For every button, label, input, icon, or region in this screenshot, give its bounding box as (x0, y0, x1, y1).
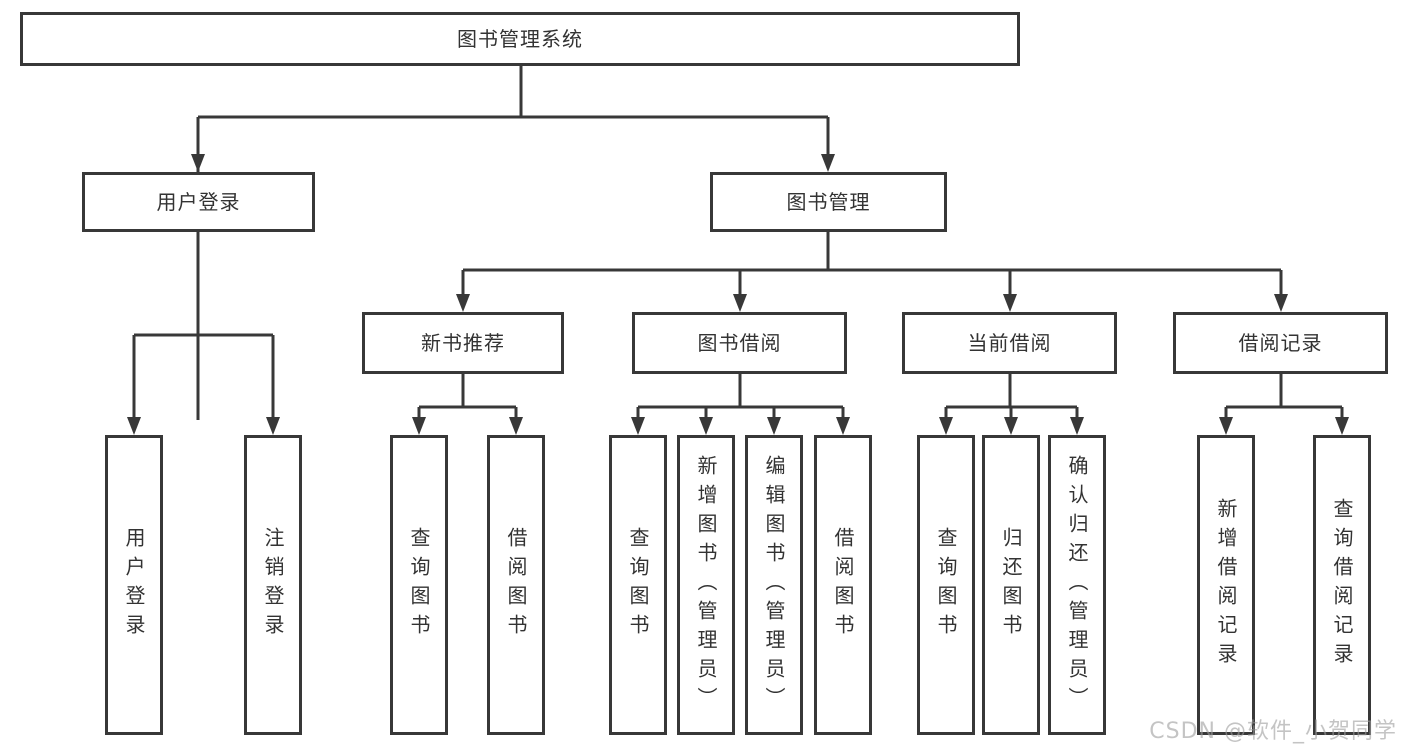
node-new-book-recommend: 新书推荐 (362, 312, 564, 374)
node-label: 用户登录 (156, 190, 241, 214)
node-label: 当前借阅 (967, 331, 1052, 355)
node-label: 查询借阅记录 (1330, 498, 1354, 672)
leaf-add-borrow-record: 新增借阅记录 (1197, 435, 1255, 735)
leaf-edit-books-admin: 编辑图书（管理员） (745, 435, 803, 735)
node-book-management: 图书管理 (710, 172, 947, 232)
leaf-query-borrow-record: 查询借阅记录 (1313, 435, 1371, 735)
connector-root-drops (196, 117, 830, 156)
node-label: 注销登录 (261, 527, 285, 643)
node-book-borrowing: 图书借阅 (632, 312, 847, 374)
node-label: 归还图书 (999, 527, 1023, 643)
connector-book-management-subtree (461, 232, 1283, 296)
leaf-query-books-current: 查询图书 (917, 435, 975, 735)
leaf-query-books-recommend: 查询图书 (390, 435, 448, 735)
leaf-confirm-return-admin: 确认归还（管理员） (1048, 435, 1106, 735)
csdn-watermark: CSDN @软件_小贺同学 (1149, 719, 1397, 744)
node-label: 确认归还（管理员） (1065, 454, 1089, 716)
leaf-query-books-borrowing: 查询图书 (609, 435, 667, 735)
leaf-logout: 注销登录 (244, 435, 302, 735)
node-label: 图书借阅 (697, 331, 782, 355)
node-label: 新增图书（管理员） (694, 454, 718, 716)
connector-current-borrowing-subtree (944, 374, 1079, 419)
node-label: 借阅图书 (504, 527, 528, 643)
arrowheads (127, 154, 1349, 435)
node-user-login: 用户登录 (82, 172, 315, 232)
leaf-borrow-books: 借阅图书 (814, 435, 872, 735)
connector-new-book-subtree (417, 374, 518, 419)
node-label: 编辑图书（管理员） (762, 454, 786, 716)
node-label: 查询图书 (626, 527, 650, 643)
node-label: 查询图书 (934, 527, 958, 643)
node-label: 用户登录 (122, 527, 146, 643)
connector-root-trunk (196, 66, 830, 420)
leaf-return-books: 归还图书 (982, 435, 1040, 735)
node-label: 借阅记录 (1238, 331, 1323, 355)
node-root-library-system: 图书管理系统 (20, 12, 1020, 66)
node-label: 图书管理 (786, 190, 871, 214)
leaf-borrow-books-recommend: 借阅图书 (487, 435, 545, 735)
node-label: 新书推荐 (421, 331, 505, 355)
node-label: 借阅图书 (831, 527, 855, 643)
connector-user-login-subtree (132, 232, 275, 419)
node-label: 查询图书 (407, 527, 431, 643)
node-label: 图书管理系统 (457, 27, 583, 51)
connector-book-borrowing-subtree (636, 374, 845, 419)
leaf-user-login: 用户登录 (105, 435, 163, 735)
node-borrowing-records: 借阅记录 (1173, 312, 1388, 374)
node-current-borrowing: 当前借阅 (902, 312, 1117, 374)
connector-borrowing-records-subtree (1224, 374, 1344, 419)
node-label: 新增借阅记录 (1214, 498, 1238, 672)
leaf-add-books-admin: 新增图书（管理员） (677, 435, 735, 735)
